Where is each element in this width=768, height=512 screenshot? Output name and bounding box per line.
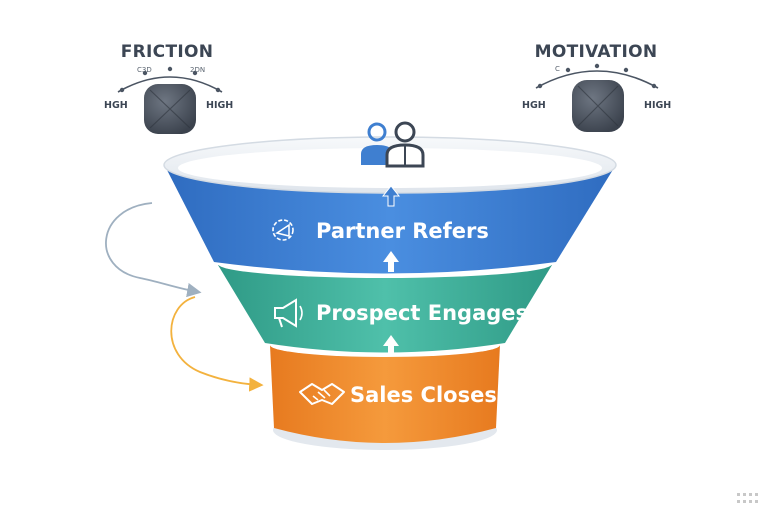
share-badge-icon	[272, 219, 294, 241]
loop-arrow-blue	[105, 202, 202, 298]
friction-dial[interactable]: FRICTION C3D 2DN HGH HIGH	[104, 42, 233, 134]
motivation-dial[interactable]: MOTIVATION C HGH HIGH	[522, 42, 671, 132]
motivation-arc	[535, 70, 659, 89]
motivation-end-left: HGH	[522, 100, 546, 111]
motivation-tick-dot	[594, 63, 600, 69]
motivation-end-right: HIGH	[644, 100, 671, 111]
funnel-band-orange	[270, 345, 500, 443]
friction-tick-dot	[142, 70, 148, 76]
stage-prospect-engages[interactable]: Prospect Engages	[274, 298, 528, 328]
friction-end-right: HIGH	[206, 100, 233, 111]
megaphone-icon	[274, 298, 303, 328]
loop-arrow-orange	[170, 296, 264, 392]
motivation-tick-dot	[651, 83, 657, 89]
funnel	[163, 136, 617, 450]
flow-arrows	[381, 185, 401, 356]
friction-tick-dot	[167, 66, 173, 72]
friction-arc	[117, 76, 223, 93]
motivation-tick-left: C	[555, 65, 560, 73]
stage-label: Sales Closes	[350, 383, 497, 407]
friction-tick-dot	[119, 87, 125, 93]
people-icon	[361, 121, 425, 168]
stage-label: Prospect Engages	[316, 301, 528, 325]
funnel-band-blue	[166, 168, 614, 274]
funnel-opening	[178, 148, 602, 188]
friction-title: FRICTION	[121, 42, 214, 62]
handshake-icon	[299, 383, 345, 405]
stage-partner-refers[interactable]: Partner Refers	[272, 219, 489, 243]
motivation-tick-dot	[537, 83, 543, 89]
motivation-title: MOTIVATION	[535, 42, 658, 62]
friction-tick-dot	[215, 87, 221, 93]
stage-label: Partner Refers	[316, 219, 489, 243]
up-arrow-icon	[383, 335, 399, 356]
up-arrow-icon	[383, 251, 399, 272]
friction-tick-dot	[192, 70, 198, 76]
motivation-tick-dot	[565, 67, 571, 73]
friction-knob[interactable]	[144, 84, 196, 134]
friction-end-left: HGH	[104, 100, 128, 111]
friction-tick-right: 2DN	[190, 66, 205, 74]
stage-sales-closes[interactable]: Sales Closes	[299, 383, 497, 407]
motivation-tick-dot	[623, 67, 629, 73]
funnel-band-teal	[218, 265, 552, 353]
friction-tick-left: C3D	[137, 66, 152, 74]
dots-decoration	[737, 493, 758, 503]
up-arrow-icon	[381, 185, 401, 207]
motivation-knob[interactable]	[572, 80, 624, 132]
